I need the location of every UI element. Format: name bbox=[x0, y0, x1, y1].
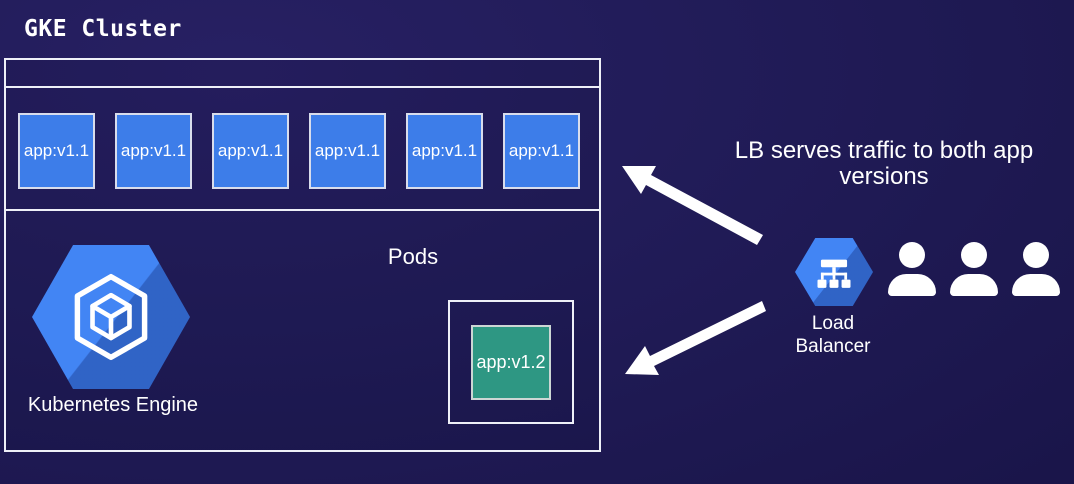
user-head bbox=[1023, 242, 1049, 268]
users-group bbox=[888, 242, 1060, 298]
pod-app-v1: app:v1.1 bbox=[115, 112, 192, 189]
pod-app-v1: app:v1.1 bbox=[406, 112, 483, 189]
page-title: GKE Cluster bbox=[24, 16, 182, 42]
load-balancer-icon bbox=[795, 238, 873, 306]
pod-app-v1: app:v1.1 bbox=[309, 112, 386, 189]
pods-row: app:v1.1 app:v1.1 app:v1.1 app:v1.1 app:… bbox=[6, 88, 599, 211]
user-icon bbox=[1012, 242, 1060, 298]
gke-cube-glyph bbox=[74, 273, 148, 361]
user-torso bbox=[1012, 274, 1060, 296]
lb-annotation-text: LB serves traffic to both app versions bbox=[734, 137, 1034, 190]
pod-app-v2: app:v1.2 bbox=[471, 324, 551, 400]
user-icon bbox=[888, 242, 936, 298]
canary-pod-frame: app:v1.2 bbox=[448, 300, 574, 424]
user-icon bbox=[950, 242, 998, 298]
kubernetes-engine-icon bbox=[32, 245, 190, 389]
kubernetes-engine-label: Kubernetes Engine bbox=[27, 394, 199, 416]
pods-label: Pods bbox=[387, 244, 439, 269]
pod-app-v1: app:v1.1 bbox=[503, 112, 580, 189]
user-torso bbox=[888, 274, 936, 296]
load-balancer-label: Load Balancer bbox=[795, 313, 871, 357]
pod-app-v1: app:v1.1 bbox=[212, 112, 289, 189]
cluster-titlebar bbox=[6, 60, 599, 88]
arrow-to-v2-pod bbox=[625, 301, 766, 375]
user-torso bbox=[950, 274, 998, 296]
user-head bbox=[961, 242, 987, 268]
gke-cluster-frame: app:v1.1 app:v1.1 app:v1.1 app:v1.1 app:… bbox=[4, 58, 601, 452]
network-tree-glyph bbox=[817, 259, 851, 288]
user-head bbox=[899, 242, 925, 268]
pod-app-v1: app:v1.1 bbox=[18, 112, 95, 189]
